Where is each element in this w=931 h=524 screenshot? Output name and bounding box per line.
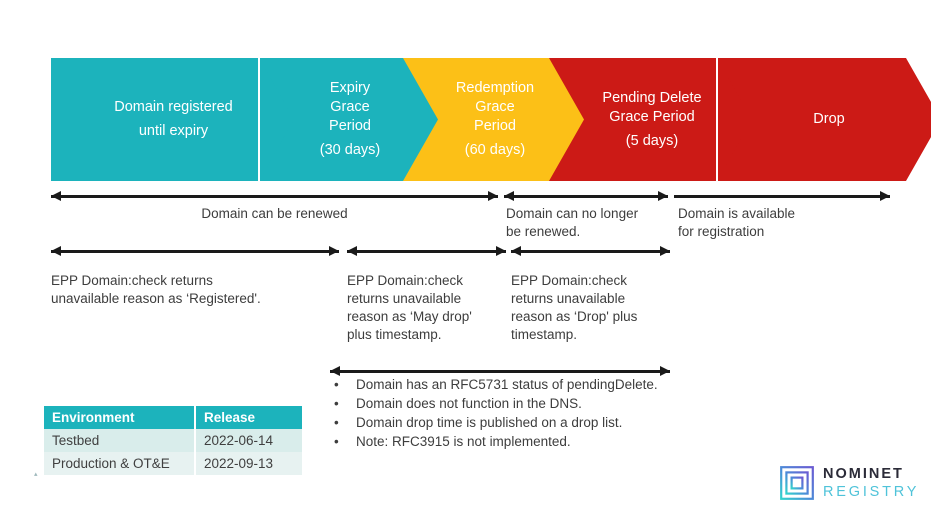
table-row: Production & OT&E 2022-09-13 <box>44 452 302 475</box>
label-domain-is-available-for-registration: Domain is available for registration <box>678 205 858 240</box>
label-line: reason as ‘May drop' <box>347 309 472 324</box>
list-item-label: Domain has an RFC5731 status of pendingD… <box>356 377 658 392</box>
segment-line: Domain registered <box>114 99 233 115</box>
segment-line: until expiry <box>138 123 209 139</box>
label-line: EPP Domain:check returns <box>51 273 213 288</box>
arrow-shaft <box>330 370 670 373</box>
arrow-shaft <box>504 195 668 198</box>
label-line: EPP Domain:check <box>347 273 464 288</box>
label-line: Domain can no longer <box>506 206 639 221</box>
label-line: Domain is available <box>678 206 796 221</box>
label-line: reason as ‘Drop' plus <box>511 309 638 324</box>
banner-segment-drop: Drop <box>717 58 931 181</box>
arrow-shaft <box>347 250 506 253</box>
table-header-row: Environment Release <box>44 406 302 429</box>
logo-wordmark: NOMINET REGISTRY <box>823 467 919 499</box>
list-item: • Domain does not function in the DNS. <box>330 395 680 413</box>
label-domain-can-be-renewed: Domain can be renewed <box>51 205 498 223</box>
arrow-head-right-icon <box>496 246 506 256</box>
arrow-head-right-icon <box>660 246 670 256</box>
label-line: returns unavailable <box>511 291 626 306</box>
label-line: for registration <box>678 223 765 239</box>
list-item: • Note: RFC3915 is not implemented. <box>330 433 680 451</box>
cell-release: 2022-06-14 <box>194 429 302 452</box>
label-epp-may-drop: EPP Domain:check returns unavailable rea… <box>347 272 507 344</box>
arrow-domain-can-no-longer-be-renewed <box>504 191 668 202</box>
segment-divider <box>258 58 260 181</box>
logo-name-bottom: REGISTRY <box>823 483 920 500</box>
label-epp-drop: EPP Domain:check returns unavailable rea… <box>511 272 676 344</box>
arrow-pending-delete-notes <box>330 366 670 377</box>
arrow-head-right-icon <box>660 366 670 376</box>
bullet-marker-icon: • <box>334 415 339 430</box>
domain-lifecycle-banner: Domain registered until expiry Expiry Gr… <box>51 58 931 181</box>
arrow-head-right-icon <box>658 191 668 201</box>
label-epp-registered: EPP Domain:check returns unavailable rea… <box>51 272 351 308</box>
list-item-label: Domain does not function in the DNS. <box>356 396 582 411</box>
arrow-shaft <box>511 250 670 253</box>
list-item-label: Domain drop time is published on a drop … <box>356 415 623 430</box>
segment-line: Period <box>474 118 516 134</box>
arrow-head-right-icon <box>329 246 339 256</box>
release-schedule-table: Environment Release Testbed 2022-06-14 P… <box>44 406 302 475</box>
banner-segment-domain-registered: Domain registered until expiry <box>51 58 296 181</box>
list-item: • Domain drop time is published on a dro… <box>330 414 680 432</box>
arrow-head-right-icon <box>880 191 890 201</box>
arrow-shaft <box>51 250 339 253</box>
segment-line: Grace Period <box>609 108 695 125</box>
label-line: be renewed. <box>506 223 581 239</box>
segment-divider <box>716 58 718 181</box>
bullet-marker-icon: • <box>334 377 339 392</box>
column-header-release: Release <box>194 406 302 429</box>
segment-line: Expiry <box>329 80 371 96</box>
segment-line: Period <box>329 118 371 134</box>
table-row: Testbed 2022-06-14 <box>44 429 302 452</box>
segment-duration: (5 days) <box>625 132 679 149</box>
label-line: timestamp. <box>511 327 578 342</box>
segment-duration: (60 days) <box>464 142 526 158</box>
cell-environment: Production & OT&E <box>44 452 195 475</box>
stray-mark-icon: ▴ <box>34 471 38 478</box>
segment-line: Grace <box>330 99 370 115</box>
arrow-domain-is-available <box>674 191 890 202</box>
bullet-marker-icon: • <box>334 434 339 449</box>
arrow-head-right-icon <box>488 191 498 201</box>
label-line: Domain can be renewed <box>201 206 348 221</box>
arrow-epp-registered <box>51 246 339 257</box>
banner-segment-expiry-grace-period: Expiry Grace Period (30 days) <box>259 58 441 181</box>
label-line: returns unavailable <box>347 291 462 306</box>
arrow-shaft <box>674 195 890 198</box>
concentric-squares-icon <box>780 466 814 500</box>
label-line: EPP Domain:check <box>511 273 628 288</box>
column-header-environment: Environment <box>44 406 195 429</box>
cell-release: 2022-09-13 <box>194 452 302 475</box>
list-item: • Domain has an RFC5731 status of pendin… <box>330 376 680 394</box>
logo-name-top: NOMINET <box>823 466 904 482</box>
segment-line: Pending Delete <box>602 89 702 106</box>
label-domain-can-no-longer-be-renewed: Domain can no longer be renewed. <box>506 205 676 240</box>
cell-environment: Testbed <box>44 429 195 452</box>
arrow-epp-may-drop <box>347 246 506 257</box>
segment-duration: (30 days) <box>319 142 381 158</box>
label-line: plus timestamp. <box>347 327 442 342</box>
list-item-label: Note: RFC3915 is not implemented. <box>356 434 571 449</box>
segment-line: Drop <box>813 111 845 127</box>
label-line: unavailable reason as ‘Registered'. <box>51 291 261 306</box>
segment-line: Redemption <box>455 80 535 96</box>
arrow-epp-drop <box>511 246 670 257</box>
nominet-registry-logo: NOMINET REGISTRY <box>780 462 920 504</box>
bullet-marker-icon: • <box>334 396 339 411</box>
arrow-shaft <box>51 195 498 198</box>
segment-line: Grace <box>475 99 515 115</box>
arrow-domain-can-be-renewed <box>51 191 498 202</box>
pending-delete-notes-list: • Domain has an RFC5731 status of pendin… <box>330 376 680 452</box>
